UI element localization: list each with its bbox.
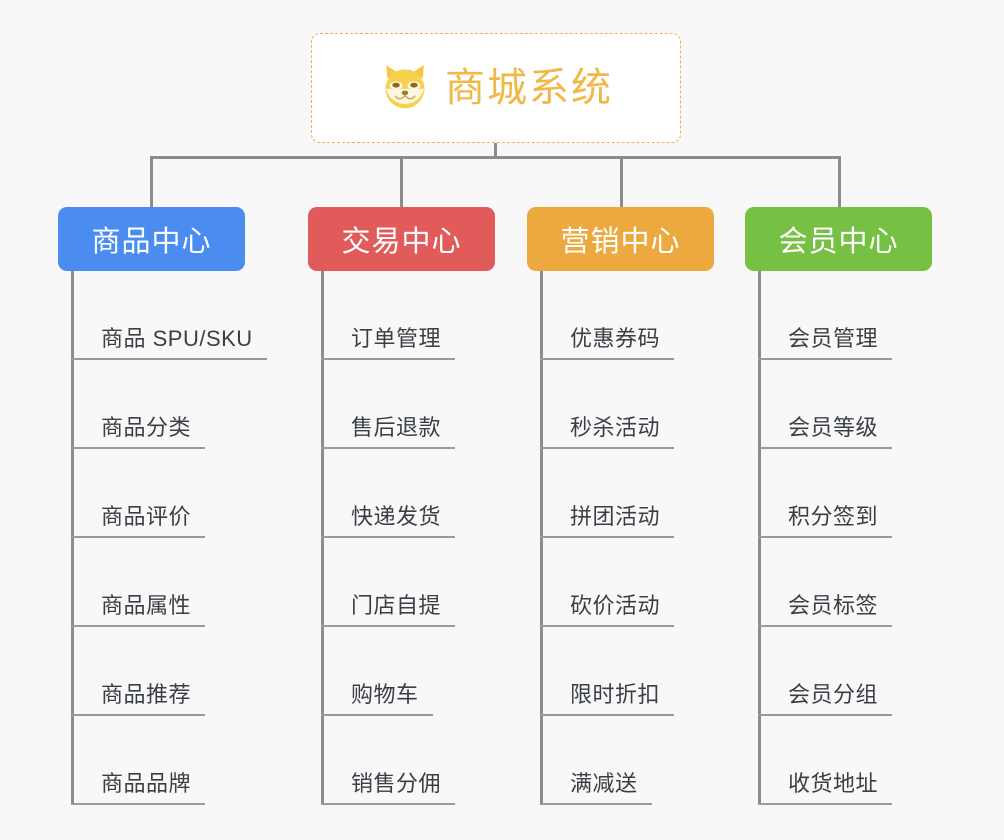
leaf-item-underline: 会员分组: [758, 681, 893, 716]
leaf-item[interactable]: 会员等级: [758, 360, 932, 449]
leaf-item-underline: 限时折扣: [540, 681, 675, 716]
leaf-list-4: 会员管理会员等级积分签到会员标签会员分组收货地址: [745, 271, 932, 805]
leaf-item[interactable]: 商品评价: [71, 449, 245, 538]
leaf-item-label: 购物车: [351, 681, 419, 707]
leaf-item-label: 秒杀活动: [570, 414, 661, 440]
leaf-item-label: 砍价活动: [570, 592, 661, 618]
leaf-item[interactable]: 优惠券码: [540, 271, 714, 360]
leaf-item[interactable]: 商品分类: [71, 360, 245, 449]
leaf-item-underline: 拼团活动: [540, 503, 675, 538]
category-header-1[interactable]: 商品中心: [58, 207, 245, 271]
leaf-item[interactable]: 商品 SPU/SKU: [71, 271, 267, 360]
leaf-item[interactable]: 砍价活动: [540, 538, 714, 627]
leaf-item[interactable]: 会员分组: [758, 627, 932, 716]
leaf-item-underline: 优惠券码: [540, 325, 675, 360]
column-trunk-line-3: [540, 271, 543, 805]
leaf-item[interactable]: 订单管理: [321, 271, 495, 360]
leaf-item[interactable]: 售后退款: [321, 360, 495, 449]
leaf-item-underline: 秒杀活动: [540, 414, 675, 449]
category-column-3: 营销中心优惠券码秒杀活动拼团活动砍价活动限时折扣满减送: [527, 207, 714, 805]
leaf-item[interactable]: 满减送: [540, 716, 714, 805]
leaf-item[interactable]: 商品品牌: [71, 716, 245, 805]
leaf-item-label: 售后退款: [351, 414, 442, 440]
leaf-item-underline: 售后退款: [321, 414, 456, 449]
leaf-item-label: 门店自提: [351, 592, 442, 618]
root-node[interactable]: 商城系统: [311, 33, 681, 143]
leaf-item[interactable]: 限时折扣: [540, 627, 714, 716]
leaf-item-label: 商品品牌: [101, 770, 192, 796]
leaf-item-underline: 门店自提: [321, 592, 456, 627]
leaf-item-label: 收货地址: [788, 770, 879, 796]
leaf-item-label: 优惠券码: [570, 325, 661, 351]
leaf-item-label: 商品属性: [101, 592, 192, 618]
leaf-item-underline: 商品属性: [71, 592, 206, 627]
leaf-item-label: 会员分组: [788, 681, 879, 707]
leaf-item-underline: 会员等级: [758, 414, 893, 449]
leaf-item-underline: 砍价活动: [540, 592, 675, 627]
connector-drop-4: [838, 156, 841, 207]
leaf-item[interactable]: 会员管理: [758, 271, 932, 360]
leaf-item-label: 会员标签: [788, 592, 879, 618]
leaf-item-underline: 商品分类: [71, 414, 206, 449]
leaf-item-label: 拼团活动: [570, 503, 661, 529]
leaf-item[interactable]: 门店自提: [321, 538, 495, 627]
leaf-item-underline: 积分签到: [758, 503, 893, 538]
category-column-1: 商品中心商品 SPU/SKU 商品分类商品评价商品属性商品推荐商品品牌: [58, 207, 267, 805]
connector-root-stem: [494, 143, 497, 159]
leaf-list-3: 优惠券码秒杀活动拼团活动砍价活动限时折扣满减送: [527, 271, 714, 805]
leaf-item-label: 满减送: [570, 770, 638, 796]
leaf-item[interactable]: 秒杀活动: [540, 360, 714, 449]
connector-drop-1: [150, 156, 153, 207]
leaf-item-underline: 会员管理: [758, 325, 893, 360]
leaf-item-underline: 购物车: [321, 682, 433, 716]
leaf-item-underline: 快递发货: [321, 503, 456, 538]
leaf-item-label: 销售分佣: [351, 770, 442, 796]
category-column-4: 会员中心会员管理会员等级积分签到会员标签会员分组收货地址: [745, 207, 932, 805]
connector-horizontal-bus: [150, 156, 839, 159]
leaf-item-underline: 销售分佣: [321, 770, 456, 805]
leaf-item-underline: 订单管理: [321, 325, 456, 360]
leaf-item-underline: 会员标签: [758, 592, 893, 627]
leaf-item[interactable]: 商品属性: [71, 538, 245, 627]
leaf-item-label: 订单管理: [351, 325, 442, 351]
root-title: 商城系统: [445, 66, 613, 110]
leaf-item-label: 商品分类: [101, 414, 192, 440]
connector-drop-2: [400, 156, 403, 207]
leaf-item-underline: 商品品牌: [71, 770, 206, 805]
leaf-list-1: 商品 SPU/SKU 商品分类商品评价商品属性商品推荐商品品牌: [58, 271, 267, 805]
leaf-item-label: 限时折扣: [570, 681, 661, 707]
column-trunk-line-1: [71, 271, 74, 805]
leaf-item[interactable]: 购物车: [321, 627, 495, 716]
leaf-item[interactable]: 快递发货: [321, 449, 495, 538]
column-trunk-line-2: [321, 271, 324, 805]
leaf-item[interactable]: 会员标签: [758, 538, 932, 627]
leaf-item[interactable]: 拼团活动: [540, 449, 714, 538]
leaf-item-underline: 商品 SPU/SKU: [71, 326, 267, 360]
leaf-item-underline: 收货地址: [758, 770, 893, 805]
leaf-item-label: 快递发货: [351, 503, 442, 529]
shiba-dog-face-icon: [379, 62, 431, 114]
leaf-item-label: 会员管理: [788, 325, 879, 351]
category-header-2[interactable]: 交易中心: [308, 207, 495, 271]
category-header-3[interactable]: 营销中心: [527, 207, 714, 271]
leaf-item-label: 商品评价: [101, 503, 192, 529]
leaf-list-2: 订单管理售后退款快递发货门店自提购物车销售分佣: [308, 271, 495, 805]
leaf-item[interactable]: 收货地址: [758, 716, 932, 805]
category-header-4[interactable]: 会员中心: [745, 207, 932, 271]
leaf-item-label: 商品推荐: [101, 681, 192, 707]
leaf-item-underline: 满减送: [540, 771, 652, 805]
leaf-item-label: 会员等级: [788, 414, 879, 440]
leaf-item-underline: 商品推荐: [71, 681, 206, 716]
leaf-item[interactable]: 销售分佣: [321, 716, 495, 805]
leaf-item[interactable]: 积分签到: [758, 449, 932, 538]
connector-drop-3: [620, 156, 623, 207]
column-trunk-line-4: [758, 271, 761, 805]
leaf-item[interactable]: 商品推荐: [71, 627, 245, 716]
leaf-item-label: 商品 SPU/SKU: [101, 325, 253, 351]
category-column-2: 交易中心订单管理售后退款快递发货门店自提购物车销售分佣: [308, 207, 495, 805]
leaf-item-label: 积分签到: [788, 503, 879, 529]
leaf-item-underline: 商品评价: [71, 503, 206, 538]
